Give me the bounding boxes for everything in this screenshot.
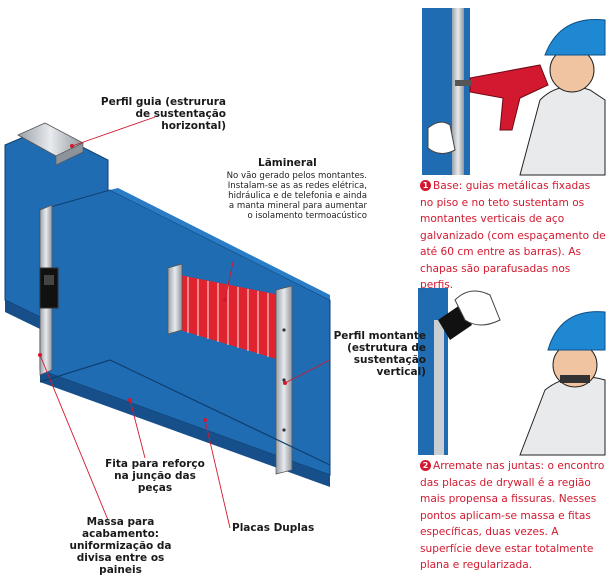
step-2-body: Arremate nas juntas: o encontro das plac… <box>420 460 605 571</box>
electrical-box <box>39 267 59 309</box>
label-perfil-guia: Perfil guia (estrurura de sustentação ho… <box>100 96 226 132</box>
drywall-diagram <box>4 5 606 529</box>
panel-seam <box>39 359 331 466</box>
perfil-guia-rail <box>17 122 84 166</box>
step-1-body: Base: guias metálicas fixadas no piso e … <box>420 180 606 291</box>
drywall-panel-front <box>39 188 331 487</box>
label-lamineral-title: Lãmineral <box>258 157 317 169</box>
step1-illustration <box>420 5 606 176</box>
label-lamineral-desc: No vão gerado pelos montantes. Instalam-… <box>226 171 367 221</box>
label-placas-duplas: Placas Duplas <box>232 522 315 534</box>
step-1-number: 1 <box>420 180 431 191</box>
label-massa: Massa para acabamento: uniformização da … <box>69 516 172 576</box>
mineral-wool <box>180 275 280 360</box>
label-perfil-montante: Perfil montante (estrutura de sustentaçã… <box>333 330 426 378</box>
perfil-montante-right <box>167 263 293 475</box>
step-2-number: 2 <box>420 460 431 471</box>
label-fita: Fita para reforço na junção das peças <box>105 458 205 494</box>
step2-illustration <box>418 285 606 456</box>
